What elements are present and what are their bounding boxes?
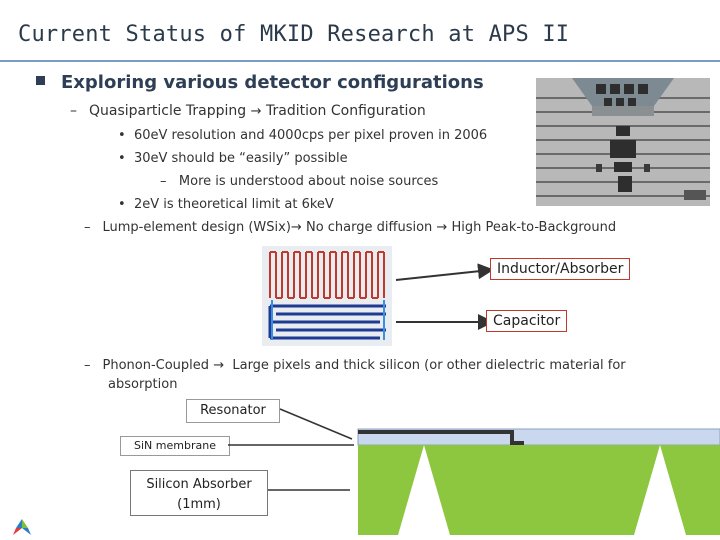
label-sin-membrane: SiN membrane [120,436,230,456]
callout-arrows [395,263,492,330]
argonne-logo-icon [13,519,31,535]
square-bullet-icon [36,76,45,85]
sub-lump: –Lump-element design (WSix)→ No charge d… [84,220,617,235]
sub-phonon: –Phonon-Coupled → Large pixels and thick… [84,358,626,373]
arrow-icon: → [290,220,302,235]
leader-resonator [279,408,353,440]
arrow-icon: → [250,104,262,119]
title-rule [0,60,720,62]
bullet-main: Exploring various detector configuration… [36,72,484,93]
phonon-cross-section [228,408,720,535]
sub-phonon-cont: absorption [108,377,178,392]
detail-r2a: – More is understood about noise sources [160,174,439,189]
callout-inductor: Inductor/Absorber [490,258,631,280]
callout-capacitor: Capacitor [486,310,568,332]
detail-r2: • 30eV should be “easily” possible [118,151,348,166]
label-resonator: Resonator [186,399,280,423]
lumped-element-image [262,246,392,346]
sub-qp: –Quasiparticle Trapping → Tradition Conf… [70,103,426,119]
arrow-icon: → [436,220,448,235]
detail-r1: • 60eV resolution and 4000cps per pixel … [118,128,488,143]
detail-r3: • 2eV is theoretical limit at 6keV [118,197,334,212]
arrow-icon: → [213,358,225,373]
page-title: Current Status of MKID Research at APS I… [18,22,570,47]
qp-trap-micrograph [536,78,710,206]
label-silicon-absorber: Silicon Absorber(1mm) [130,470,268,516]
arrow-inductor [395,263,492,281]
